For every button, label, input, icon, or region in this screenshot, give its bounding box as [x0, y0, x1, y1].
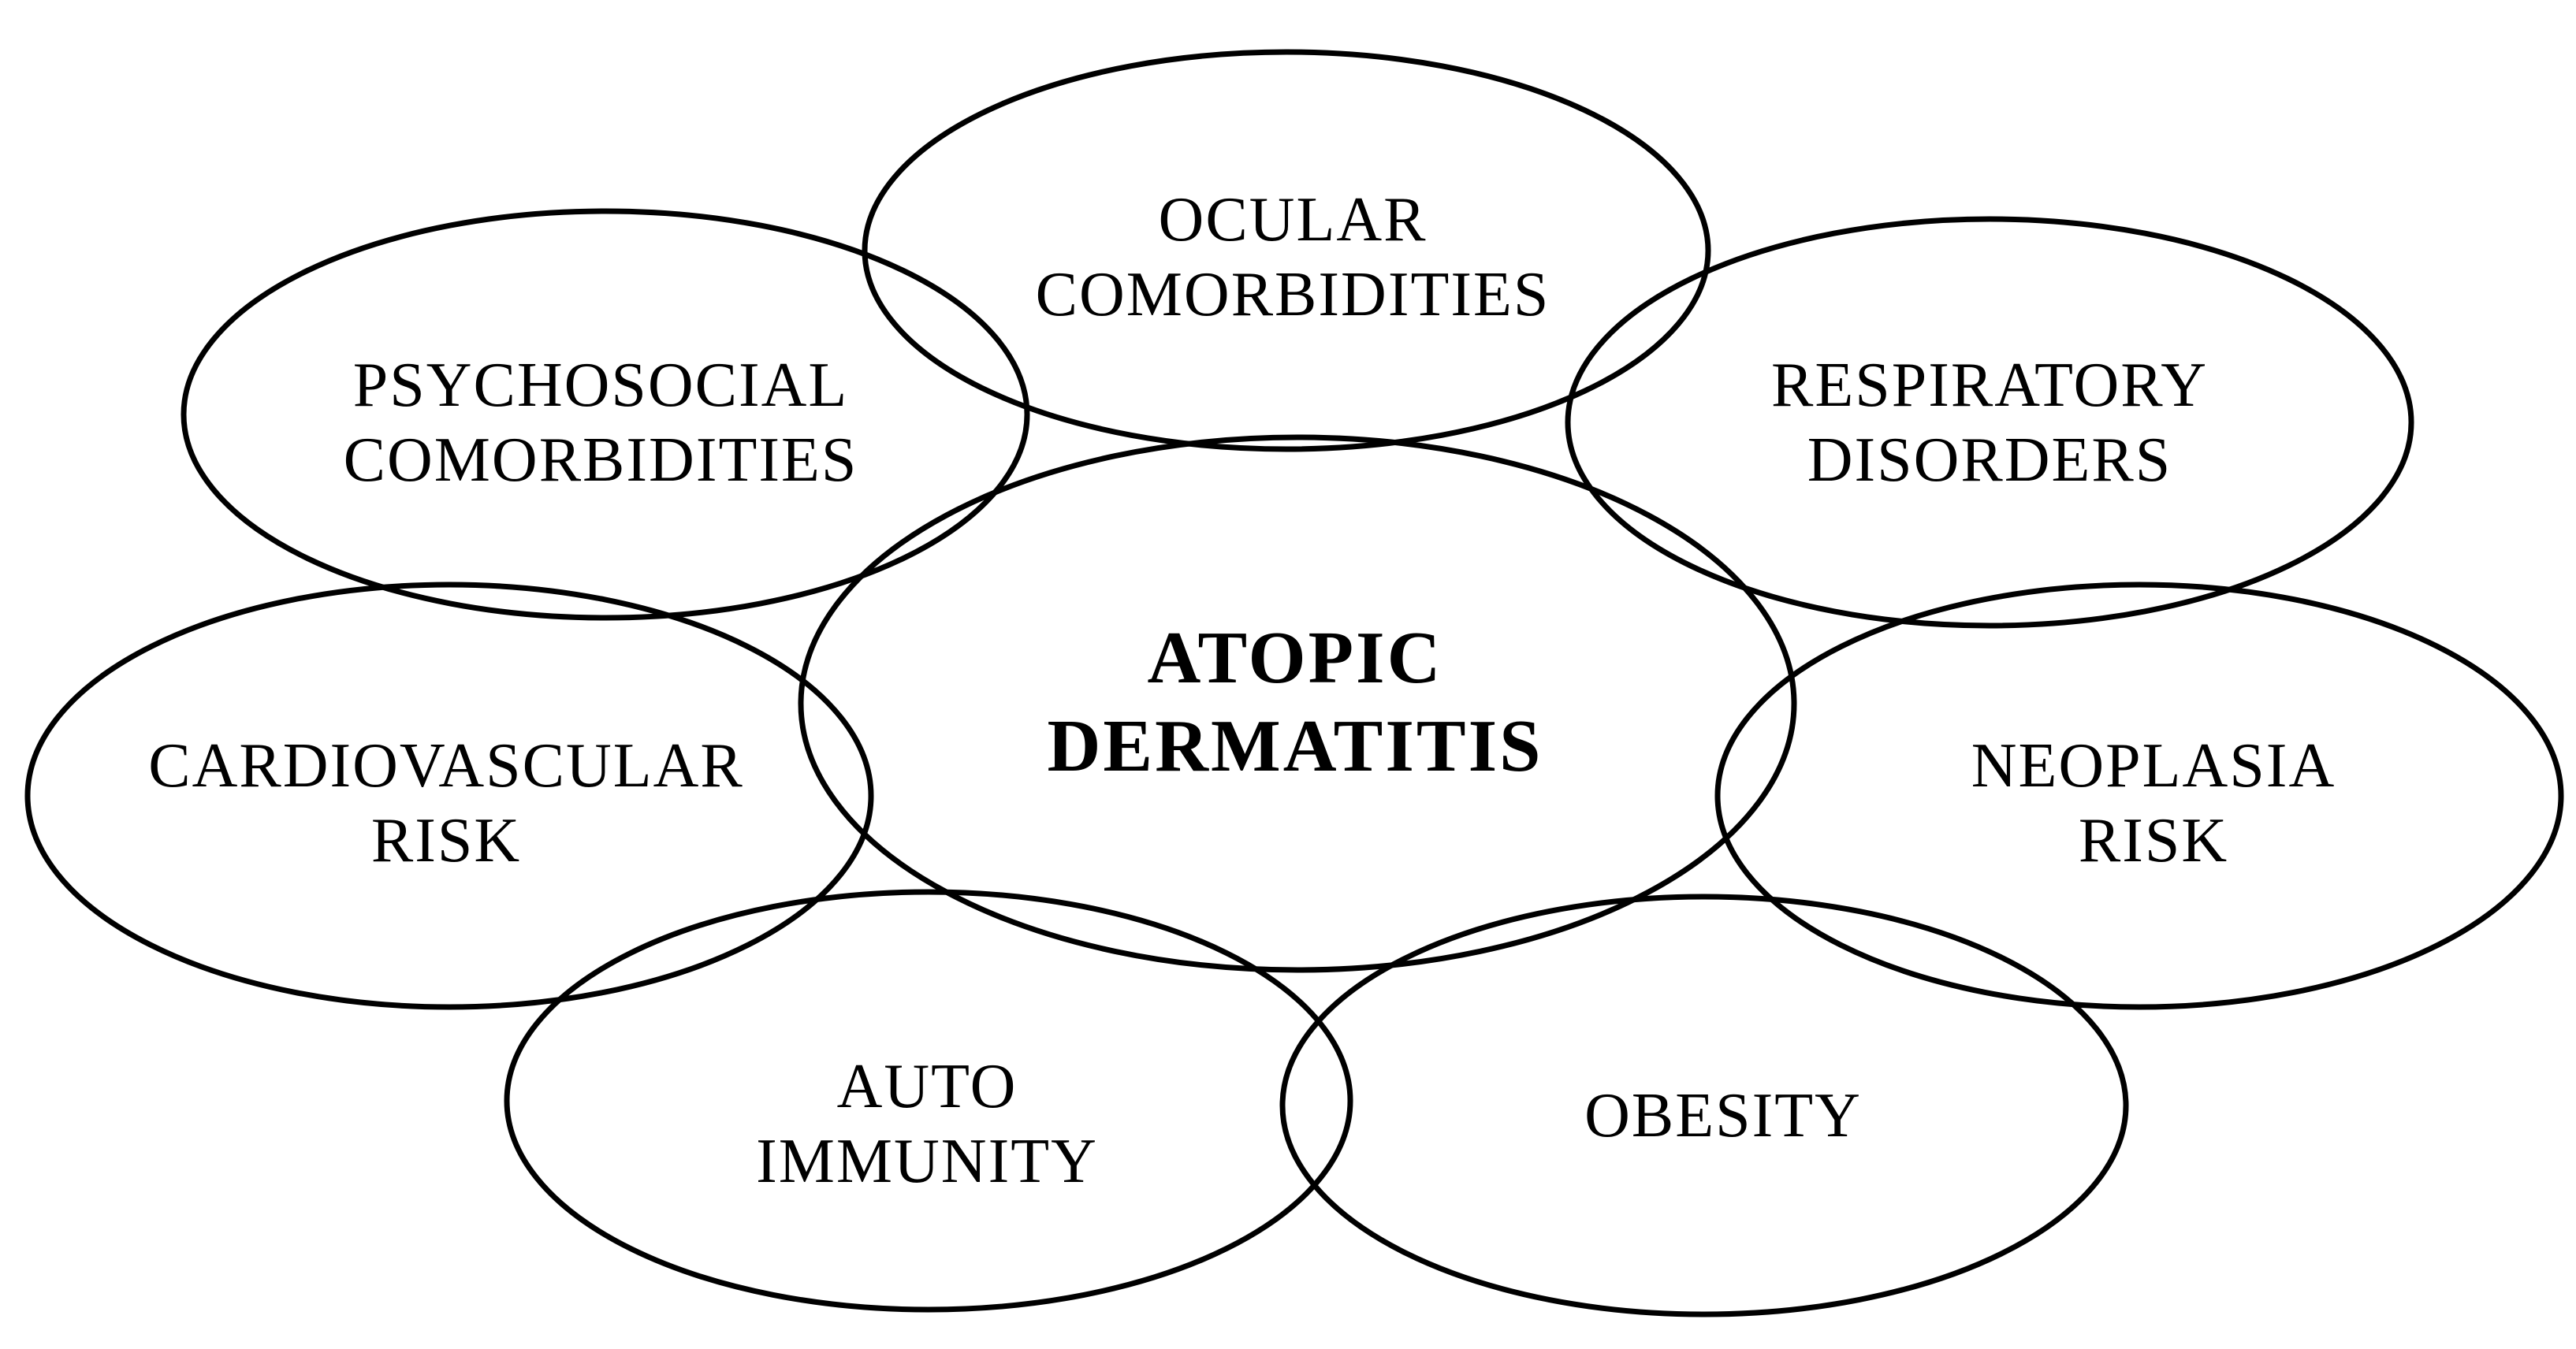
neoplasia-label-line2: RISK	[2079, 806, 2228, 875]
obesity-label: OBESITY	[1584, 1081, 1862, 1150]
respiratory-ellipse	[1565, 216, 2414, 629]
psychosocial-ellipse	[181, 208, 1030, 621]
cardiovascular-ellipse	[24, 582, 874, 1010]
respiratory-label-line2: DISORDERS	[1807, 426, 2172, 495]
cardiovascular-label-line1: CARDIOVASCULAR	[148, 731, 744, 801]
ocular-label-line2: COMORBIDITIES	[1036, 260, 1550, 329]
autoimmunity-ellipse	[504, 889, 1353, 1313]
ocular-ellipse	[862, 49, 1711, 452]
respiratory-label-line1: RESPIRATORY	[1771, 351, 2208, 420]
neoplasia-label-line1: NEOPLASIA	[1971, 731, 2336, 801]
cardiovascular-label-line2: RISK	[371, 806, 521, 875]
obesity-ellipse	[1279, 894, 2129, 1317]
ocular-label-line1: OCULAR	[1159, 185, 1428, 255]
neoplasia-ellipse	[1714, 582, 2564, 1010]
autoimmunity-label-line1: AUTO	[837, 1052, 1018, 1121]
atopic-dermatitis-label-line2: DERMATITIS	[1048, 705, 1543, 787]
atopic-dermatitis-ellipse	[798, 434, 1797, 973]
autoimmunity-label-line2: IMMUNITY	[756, 1127, 1098, 1196]
atopic-dermatitis-label-line1: ATOPIC	[1148, 617, 1443, 699]
psychosocial-label-line1: PSYCHOSOCIAL	[353, 351, 849, 420]
psychosocial-label-line2: COMORBIDITIES	[344, 426, 858, 495]
